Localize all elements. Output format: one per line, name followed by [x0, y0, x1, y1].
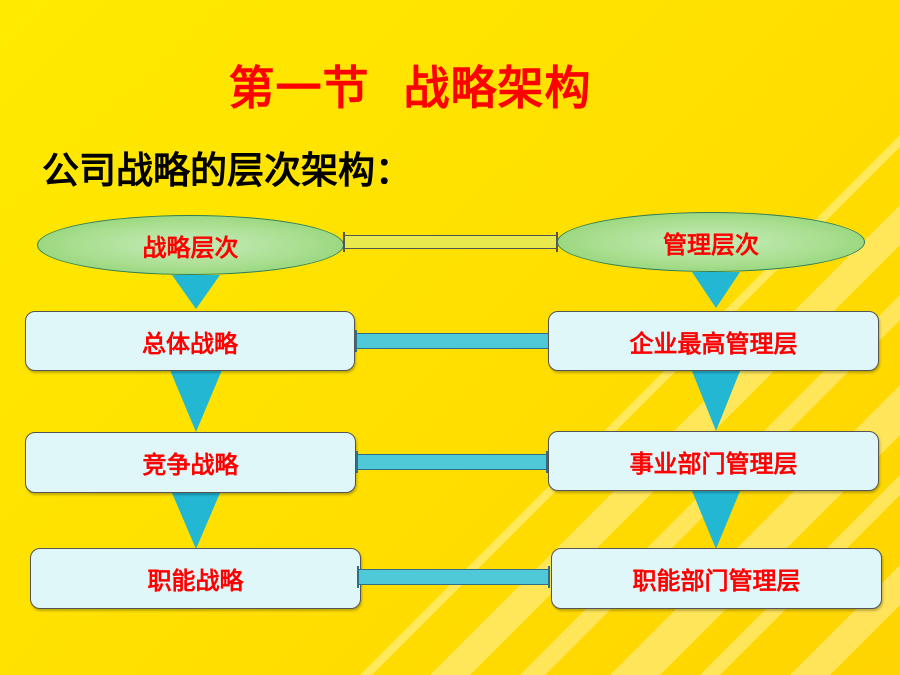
strategy-box-competitive: 竞争战略	[25, 432, 356, 493]
header-connector	[343, 232, 558, 252]
connector-level-3	[357, 566, 550, 588]
strategy-box-functional: 职能战略	[30, 548, 361, 609]
management-box-division-label: 事业部门管理层	[629, 449, 798, 478]
down-arrow-left-3	[172, 493, 220, 549]
slide-title: 第一节 战略架构	[228, 61, 592, 115]
management-box-division: 事业部门管理层	[548, 431, 879, 491]
down-arrow-right-1	[692, 272, 740, 308]
management-box-top-label: 企业最高管理层	[629, 329, 798, 358]
strategy-box-functional-label: 职能战略	[147, 567, 244, 595]
management-box-functional-label: 职能部门管理层	[632, 567, 801, 595]
down-arrow-left-2	[170, 370, 222, 432]
strategy-level-header: 战略层次	[37, 215, 344, 275]
management-level-header-label: 管理层次	[663, 230, 759, 259]
connector-level-1	[355, 330, 551, 352]
slide-subtitle: 公司战略的层次架构：	[42, 149, 412, 192]
strategy-box-corporate-label: 总体战略	[142, 329, 238, 358]
connector-level-2	[356, 451, 548, 473]
down-arrow-left-1	[172, 275, 220, 309]
strategy-box-competitive-label: 竞争战略	[142, 451, 239, 479]
management-level-header: 管理层次	[557, 212, 865, 272]
management-box-top: 企业最高管理层	[548, 311, 879, 371]
strategy-level-header-label: 战略层次	[142, 233, 239, 262]
strategy-box-corporate: 总体战略	[25, 311, 355, 371]
down-arrow-right-3	[692, 491, 740, 549]
management-box-functional: 职能部门管理层	[551, 548, 882, 609]
down-arrow-right-2	[692, 371, 740, 431]
